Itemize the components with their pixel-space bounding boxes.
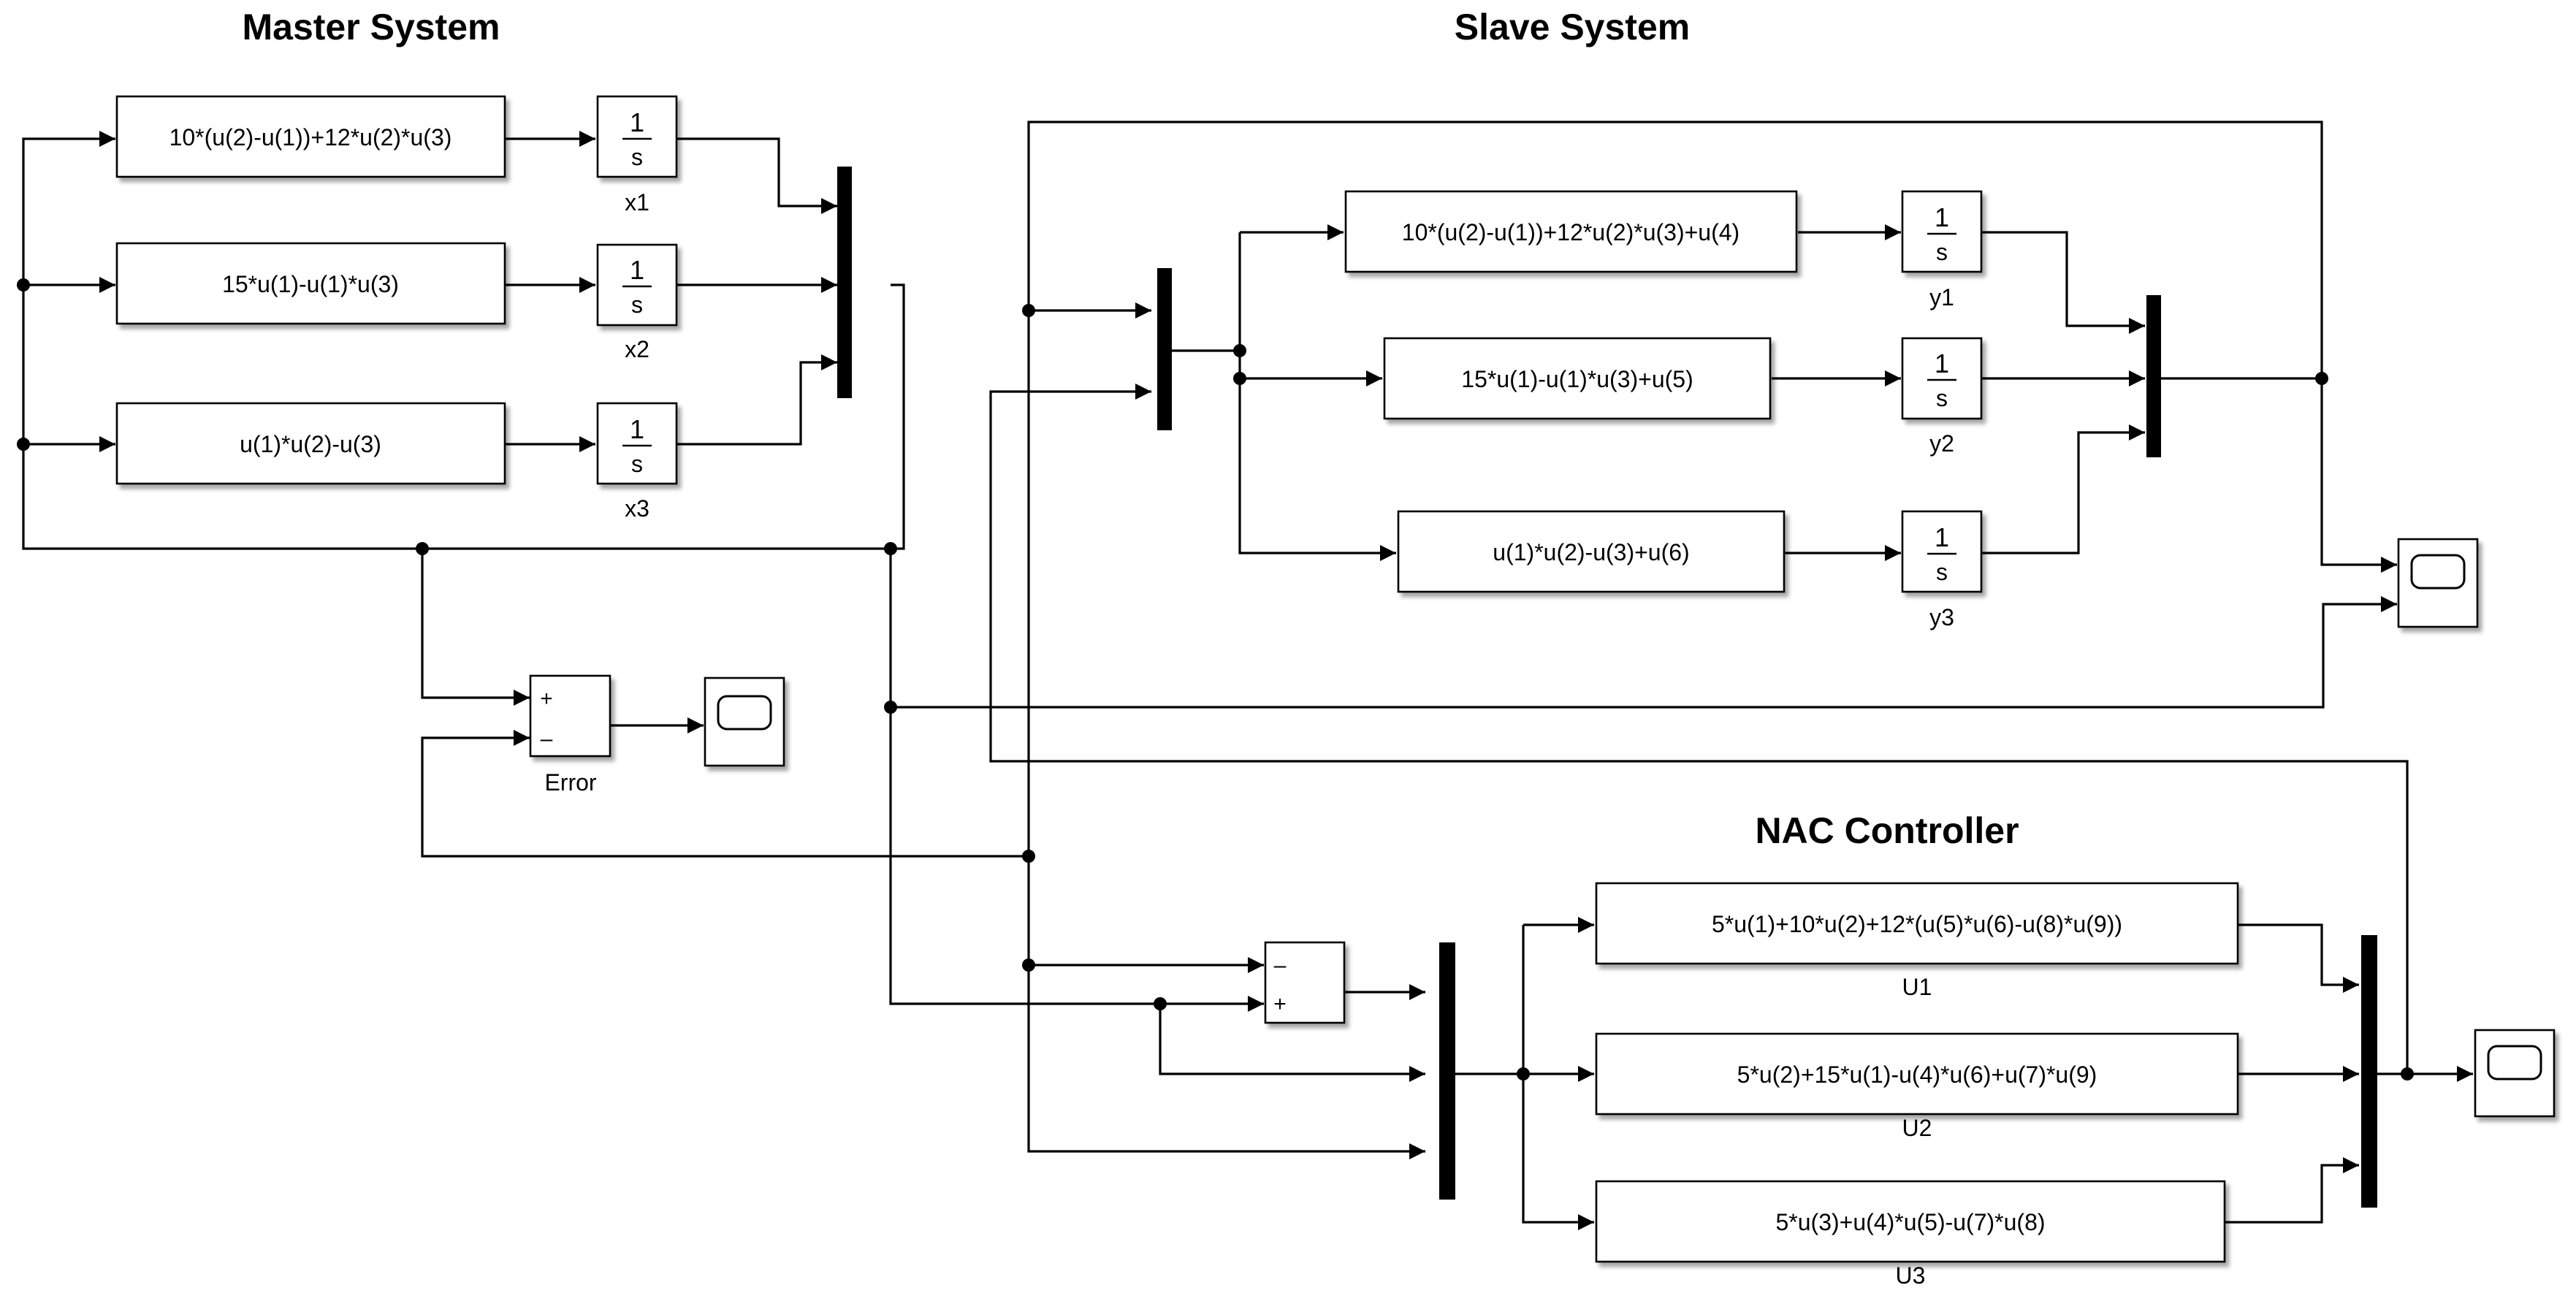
integrator-y3-label: y3 xyxy=(1929,604,1954,630)
integrator-x2-label: x2 xyxy=(625,336,649,362)
error-minus-sign: – xyxy=(541,727,553,751)
controller-scope[interactable] xyxy=(2474,1029,2556,1118)
integrator-numerator: 1 xyxy=(630,107,644,137)
master-system-title: Master System xyxy=(243,7,500,47)
nac-minus-sign: – xyxy=(1274,953,1287,977)
controller-u2-expr: 5*u(2)+15*u(1)-u(4)*u(6)+u(7)*u(9) xyxy=(1737,1061,2097,1088)
error-label: Error xyxy=(544,769,596,796)
slave-system-title: Slave System xyxy=(1455,7,1690,47)
integrator-denominator: s xyxy=(631,451,643,477)
master-mux[interactable] xyxy=(837,167,852,398)
controller-u1[interactable]: 5*u(1)+10*u(2)+12*(u(5)*u(6)-u(8)*u(9)) xyxy=(1595,882,2239,965)
integrator-denominator: s xyxy=(1936,559,1948,585)
slave-fcn-2-expr: 15*u(1)-u(1)*u(3)+u(5) xyxy=(1461,366,1693,392)
scope-icon xyxy=(2487,1045,2542,1080)
error-scope[interactable] xyxy=(704,676,785,767)
scope-icon xyxy=(2410,554,2466,590)
master-fcn-3-expr: u(1)*u(2)-u(3) xyxy=(240,431,381,457)
integrator-y3[interactable]: 1 s xyxy=(1901,510,1983,593)
integrator-y2[interactable]: 1 s xyxy=(1901,337,1983,420)
integrator-denominator: s xyxy=(1936,239,1948,265)
controller-u3-label: U3 xyxy=(1896,1262,1926,1289)
integrator-x3-label: x3 xyxy=(625,495,649,522)
controller-u1-label: U1 xyxy=(1902,974,1932,1000)
slave-fcn-1-expr: 10*(u(2)-u(1))+12*u(2)*u(3)+u(4) xyxy=(1402,219,1739,245)
integrator-x1[interactable]: 1 s xyxy=(596,95,678,178)
controller-u3[interactable]: 5*u(3)+u(4)*u(5)-u(7)*u(8) xyxy=(1595,1180,2226,1263)
controller-u3-expr: 5*u(3)+u(4)*u(5)-u(7)*u(8) xyxy=(1775,1209,2045,1235)
master-fcn-1[interactable]: 10*(u(2)-u(1))+12*u(2)*u(3) xyxy=(115,95,506,178)
integrator-denominator: s xyxy=(1936,385,1948,411)
integrator-denominator: s xyxy=(631,144,643,170)
nac-controller-title: NAC Controller xyxy=(1755,810,2019,851)
scope-icon xyxy=(717,695,772,731)
error-sum[interactable]: + – xyxy=(529,674,611,758)
slave-output-mux[interactable] xyxy=(2146,295,2161,457)
master-fcn-3[interactable]: u(1)*u(2)-u(3) xyxy=(115,402,506,485)
junction-dots xyxy=(17,278,2414,1080)
integrator-numerator: 1 xyxy=(630,255,644,285)
nac-input-mux[interactable] xyxy=(1439,942,1455,1200)
signal-lines xyxy=(22,121,2473,1230)
integrator-x1-label: x1 xyxy=(625,189,649,216)
master-fcn-2[interactable]: 15*u(1)-u(1)*u(3) xyxy=(115,242,506,325)
nac-sum[interactable]: – + xyxy=(1264,941,1346,1024)
integrator-x3[interactable]: 1 s xyxy=(596,402,678,485)
integrator-denominator: s xyxy=(631,291,643,318)
slave-fcn-3[interactable]: u(1)*u(2)-u(3)+u(6) xyxy=(1397,510,1786,593)
controller-u1-expr: 5*u(1)+10*u(2)+12*(u(5)*u(6)-u(8)*u(9)) xyxy=(1712,911,2122,937)
integrator-y1[interactable]: 1 s xyxy=(1901,190,1983,273)
integrator-numerator: 1 xyxy=(1935,348,1949,378)
integrator-y2-label: y2 xyxy=(1929,430,1954,457)
slave-input-mux[interactable] xyxy=(1157,268,1172,430)
master-fcn-1-expr: 10*(u(2)-u(1))+12*u(2)*u(3) xyxy=(169,124,452,150)
slave-fcn-3-expr: u(1)*u(2)-u(3)+u(6) xyxy=(1493,539,1689,565)
slave-fcn-1[interactable]: 10*(u(2)-u(1))+12*u(2)*u(3)+u(4) xyxy=(1344,190,1798,273)
nac-plus-sign: + xyxy=(1273,992,1287,1016)
integrator-numerator: 1 xyxy=(630,414,644,444)
slave-fcn-2[interactable]: 15*u(1)-u(1)*u(3)+u(5) xyxy=(1383,337,1772,420)
error-plus-sign: + xyxy=(540,687,553,711)
integrator-x2[interactable]: 1 s xyxy=(596,243,678,327)
controller-output-mux[interactable] xyxy=(2361,935,2377,1208)
integrator-numerator: 1 xyxy=(1935,202,1949,232)
master-fcn-2-expr: 15*u(1)-u(1)*u(3) xyxy=(222,271,399,297)
integrator-numerator: 1 xyxy=(1935,522,1949,552)
integrator-y1-label: y1 xyxy=(1929,284,1954,310)
controller-u2-label: U2 xyxy=(1902,1115,1932,1141)
slave-scope[interactable] xyxy=(2397,538,2479,628)
controller-u2[interactable]: 5*u(2)+15*u(1)-u(4)*u(6)+u(7)*u(9) xyxy=(1595,1032,2239,1116)
